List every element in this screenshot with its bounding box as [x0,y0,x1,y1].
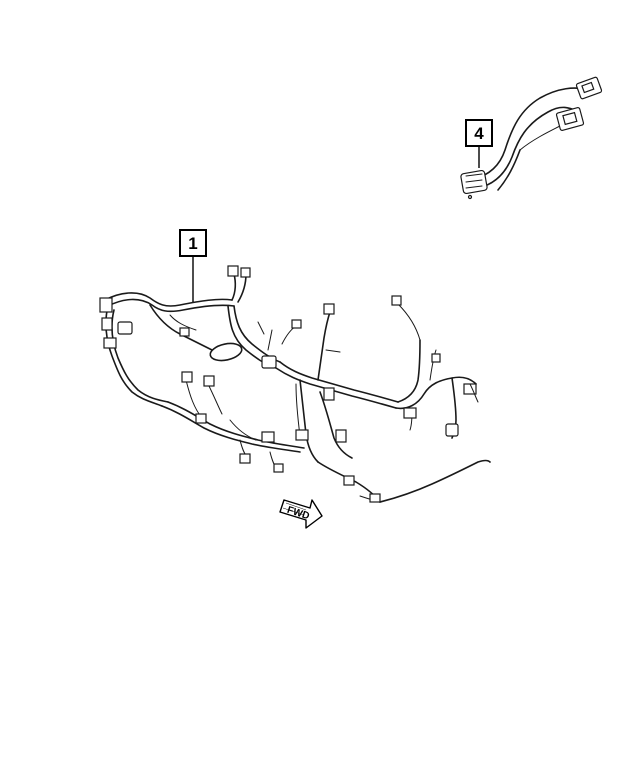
callout-1: 1 [179,229,207,302]
fwd-direction-arrow: FWD [279,499,323,529]
callout-4: 4 [465,119,493,168]
callout-4-label: 4 [474,124,484,143]
harness-part-1 [99,265,491,503]
harness-part-4 [460,76,603,200]
callout-1-label: 1 [188,234,197,253]
